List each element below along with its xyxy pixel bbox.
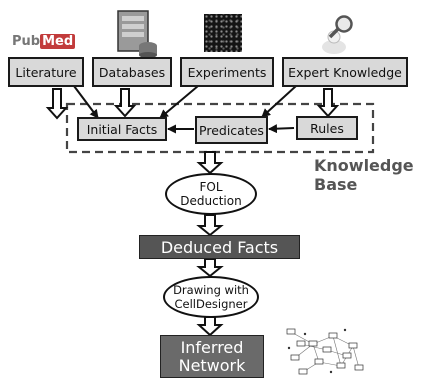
arrow-expert-rules [316, 88, 340, 118]
arrow-expert-predicates [261, 85, 297, 118]
drawing-celldesigner-node: Drawing with CellDesigner [163, 276, 259, 318]
experiments-box: Experiments [180, 57, 274, 87]
initial-facts-label: Initial Facts [86, 121, 158, 137]
arrow-kb-fol [196, 151, 224, 175]
predicates-label: Predicates [199, 122, 264, 138]
knowledge-base-label-line2: Base [314, 175, 358, 194]
pubmed-logo-text-pub: Pub [12, 34, 41, 49]
inferred-network-line1: Inferred [180, 337, 244, 357]
knowledge-base-region [65, 102, 375, 154]
deduced-facts-box: Deduced Facts [139, 235, 300, 259]
drawing-line1: Drawing with [173, 283, 249, 297]
arrow-experiments-diag [159, 85, 199, 119]
pubmed-logo-text-med: Med [40, 34, 76, 49]
arrow-deduced-drawing [196, 258, 224, 278]
database-server-image [117, 10, 157, 58]
predicates-box: Predicates [195, 116, 268, 144]
fol-deduction-line1: FOL [199, 180, 223, 194]
literature-box: Literature [8, 57, 84, 87]
knowledge-base-label-line1: Knowledge [314, 156, 414, 175]
inferred-network-box: Inferred Network [160, 335, 264, 378]
databases-box: Databases [92, 57, 172, 87]
arrow-drawing-network [196, 316, 224, 337]
arrow-literature-diag [73, 85, 99, 119]
deduced-facts-label: Deduced Facts [160, 237, 279, 257]
drawing-line2: CellDesigner [174, 297, 248, 311]
rules-box: Rules [296, 116, 358, 140]
network-thumbnail-image [286, 328, 364, 375]
arrow-literature-initial [45, 88, 69, 120]
arrow-fol-deduced [196, 214, 224, 237]
microarray-image [204, 14, 242, 52]
knowledge-base-label: Knowledge Base [314, 156, 414, 194]
literature-label: Literature [15, 64, 77, 80]
rules-label: Rules [310, 120, 344, 136]
fol-deduction-line2: Deduction [180, 194, 242, 208]
arrow-rules-predicates [268, 124, 295, 134]
experiments-label: Experiments [187, 64, 267, 80]
fol-deduction-node: FOL Deduction [165, 173, 257, 215]
arrow-databases-initial [113, 88, 137, 118]
expert-magnifier-image [322, 15, 353, 54]
initial-facts-box: Initial Facts [77, 117, 167, 141]
databases-label: Databases [98, 64, 166, 80]
expert-knowledge-label: Expert Knowledge [288, 64, 402, 80]
inferred-network-line2: Network [178, 355, 246, 375]
expert-knowledge-box: Expert Knowledge [282, 57, 408, 87]
